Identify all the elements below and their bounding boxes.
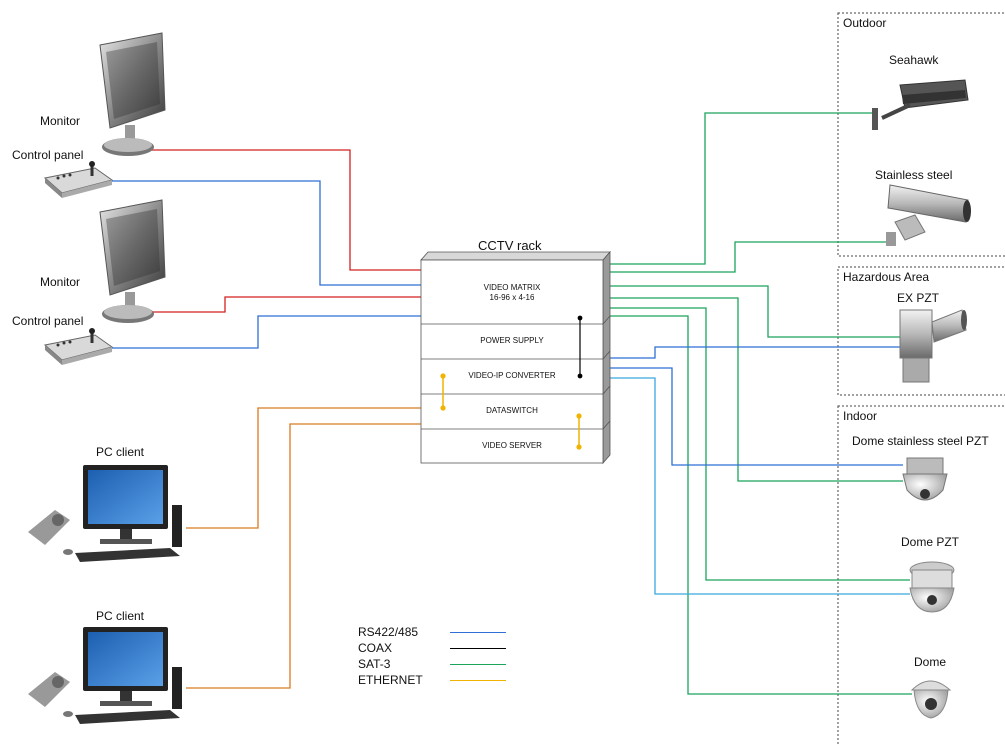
pc-client-1-label: PC client	[96, 445, 145, 459]
link-monitor1	[145, 149, 421, 271]
legend-label-ethernet: ETHERNET	[358, 673, 423, 687]
dome-label: Dome	[914, 655, 947, 669]
legend-label-sat3: SAT-3	[358, 657, 391, 671]
link-monitor2	[145, 296, 421, 313]
control-panel-2-label: Control panel	[12, 314, 84, 328]
rack-module-video-server: VIDEO SERVER	[482, 441, 542, 450]
pc-client-2-graphic	[28, 627, 182, 724]
rack-module-video-matrix-line2: 16-96 x 4-16	[489, 293, 535, 302]
rack-module-video-matrix: VIDEO MATRIX 16-96 x 4-16	[421, 283, 603, 303]
dome-pzt-camera-graphic	[909, 561, 955, 613]
link-pc1	[186, 407, 421, 529]
link-seahawk	[606, 112, 872, 265]
link-stainless	[606, 241, 886, 273]
zone-hazard-box	[837, 266, 1005, 396]
seahawk-label: Seahawk	[889, 53, 939, 67]
link-dome-ss	[606, 297, 903, 482]
zone-outdoor-box	[837, 12, 1005, 257]
legend-swatch-sat3	[450, 664, 506, 665]
cctv-rack	[420, 250, 611, 465]
ex-pzt-label: EX PZT	[897, 291, 940, 305]
monitor-1-label: Monitor	[40, 114, 81, 128]
dome-camera-graphic	[910, 680, 952, 719]
control-panel-1-label: Control panel	[12, 148, 84, 162]
rack-module-video-matrix-line1: VIDEO MATRIX	[483, 283, 541, 292]
link-dome	[606, 315, 912, 695]
stainless-steel-label: Stainless steel	[875, 168, 953, 182]
zone-hazard-title: Hazardous Area	[843, 270, 930, 284]
rack-module-power-supply: POWER SUPPLY	[480, 336, 544, 345]
dome-stainless-steel-pzt-label: Dome stainless steel PZT	[852, 434, 989, 448]
link-domepzt-rs	[606, 377, 910, 595]
legend-label-rs422: RS422/485	[358, 625, 419, 639]
dome-pzt-label: Dome PZT	[901, 535, 960, 549]
seahawk-camera-graphic	[872, 79, 969, 130]
control-panel-1-graphic	[43, 161, 114, 198]
rack-module-dataswitch: DATASWITCH	[486, 406, 538, 415]
legend-swatch-rs422	[450, 632, 506, 633]
zone-indoor-box	[837, 405, 1005, 750]
monitor-1-graphic	[99, 32, 166, 156]
pc-client-1-graphic	[28, 465, 182, 562]
zone-outdoor-title: Outdoor	[843, 16, 887, 30]
pc-client-2-label: PC client	[96, 609, 145, 623]
monitor-2-graphic	[99, 199, 166, 323]
control-panel-2-graphic	[43, 328, 114, 365]
rack-title: CCTV rack	[478, 238, 542, 253]
monitor-2-label: Monitor	[40, 275, 81, 289]
zone-indoor-title: Indoor	[843, 409, 878, 423]
stainless-steel-camera-graphic	[886, 184, 971, 246]
ex-pzt-camera-graphic	[899, 309, 967, 383]
link-control1	[112, 180, 421, 286]
link-dome-ss-rs	[606, 367, 903, 466]
link-domepzt	[606, 307, 910, 581]
connection-lines	[112, 112, 912, 695]
legend-swatch-coax	[450, 648, 506, 649]
legend-swatch-ethernet	[450, 680, 506, 681]
link-expzt-rs	[606, 346, 900, 359]
link-control2	[112, 315, 421, 349]
link-expzt	[606, 285, 900, 338]
rack-module-video-ip-converter: VIDEO-IP CONVERTER	[468, 371, 556, 380]
link-pc2	[186, 423, 421, 689]
legend-label-coax: COAX	[358, 641, 393, 655]
dome-stainless-camera-graphic	[902, 457, 948, 501]
